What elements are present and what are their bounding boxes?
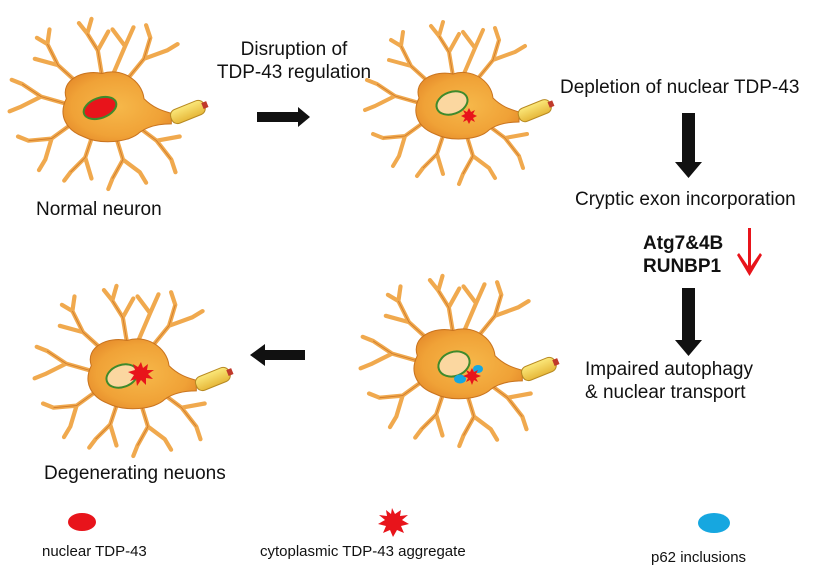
aggregate-starburst	[463, 368, 481, 385]
gene-runbp1: RUNBP1	[643, 256, 722, 277]
label-impaired: Impaired autophagy & nuclear transport	[585, 358, 753, 404]
flow-arrow-down	[675, 288, 702, 356]
p62-dot	[473, 365, 483, 373]
label-normal-neuron: Normal neuron	[36, 199, 162, 220]
label-cryptic: Cryptic exon incorporation	[575, 189, 796, 210]
gene-atg: Atg7&4B	[643, 233, 724, 254]
label-line: & nuclear transport	[585, 382, 746, 403]
label-disruption: Disruption of TDP-43 regulation	[214, 38, 374, 84]
nucleus-normal	[82, 95, 118, 121]
aggregate-starburst	[461, 108, 477, 124]
label-line: Disruption of	[240, 39, 348, 60]
legend-label-p62: p62 inclusions	[651, 549, 747, 566]
legend-icon-nuclear-tdp43	[68, 513, 96, 531]
p62-dot	[454, 374, 466, 384]
label-line: TDP-43 regulation	[216, 62, 372, 83]
neuron-disrupted	[363, 20, 558, 186]
neuron-p62	[361, 276, 561, 446]
aggregate-starburst	[128, 362, 154, 386]
label-degenerating: Degenerating neuons	[44, 463, 226, 484]
legend-label-aggregate: cytoplasmic TDP-43 aggregate	[260, 543, 466, 560]
legend-icon-aggregate	[378, 508, 409, 537]
decrease-arrow-red	[737, 228, 762, 276]
legend-icon-p62	[698, 513, 730, 533]
label-genes: Atg7&4B RUNBP1	[643, 232, 723, 278]
flow-arrow-left	[250, 344, 305, 366]
legend-label-nuclear: nuclear TDP-43	[42, 543, 147, 560]
label-line: Impaired autophagy	[585, 359, 753, 380]
nucleus-empty	[435, 90, 469, 116]
label-depletion: Depletion of nuclear TDP-43	[560, 77, 800, 98]
neuron-degenerating	[35, 286, 235, 456]
flow-arrow-right	[257, 107, 310, 127]
flow-arrow-down	[675, 113, 702, 178]
neuron-normal	[10, 19, 210, 189]
